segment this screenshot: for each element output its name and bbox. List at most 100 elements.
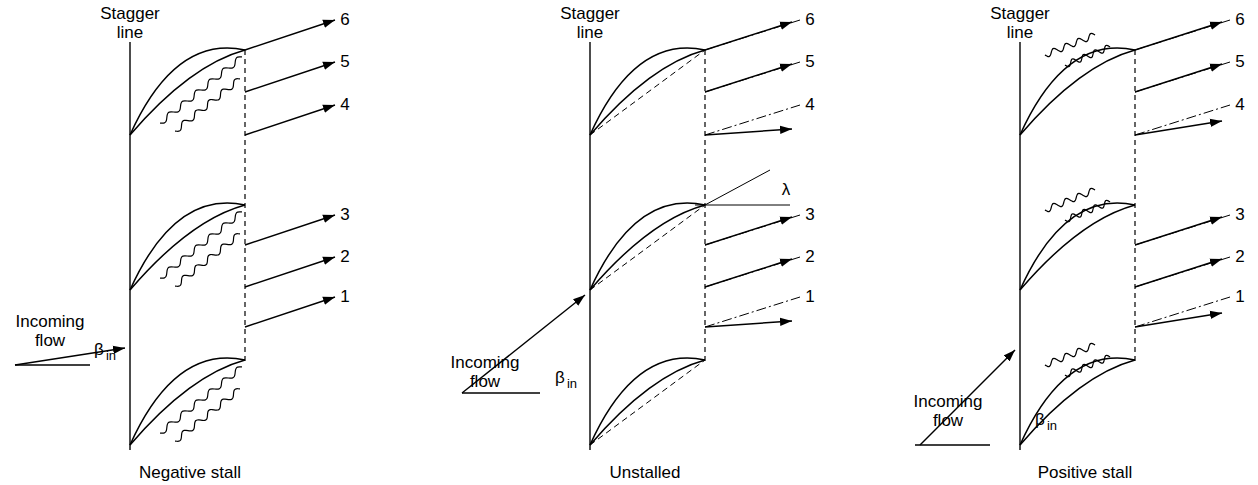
exit-flow-arrow [705, 64, 792, 92]
exit-flow-arrow [1135, 121, 1222, 135]
exit-flow-arrow [245, 105, 335, 135]
label: Incoming flow [906, 393, 991, 430]
exit-flow-arrow [1135, 313, 1222, 327]
exit-flow-arrow [705, 22, 792, 50]
angle-reference-line [695, 205, 790, 206]
label: 4 [340, 96, 349, 115]
exit-flow-arrow [245, 257, 335, 287]
exit-flow-arrow [705, 217, 792, 245]
label: Positive stall [1038, 464, 1132, 483]
blade-profile [130, 358, 245, 445]
exit-flow-arrow [1135, 64, 1222, 92]
blade-profile [590, 50, 705, 135]
cascade-panel [462, 20, 800, 450]
blade-exit-direction [1135, 215, 1230, 245]
blade-exit-direction [705, 20, 800, 50]
label: 3 [805, 206, 814, 225]
separation-wave [1045, 188, 1095, 211]
cascade-panel [15, 20, 335, 450]
label: Stagger line [99, 5, 161, 42]
stagger-line [589, 42, 590, 450]
label: β [1035, 411, 1045, 430]
blade-profile [1020, 360, 1135, 445]
label: Incoming flow [443, 354, 528, 391]
blade-profile [130, 203, 245, 290]
subscript: in [106, 349, 116, 363]
label: β [555, 369, 565, 388]
incoming-flow-arrow [15, 348, 125, 365]
blade-profile [590, 360, 705, 445]
label: 5 [340, 53, 349, 72]
label: 6 [805, 11, 814, 30]
blade-profile [590, 358, 705, 445]
exit-flow-arrow [1135, 217, 1222, 245]
exit-flow-arrow [1135, 22, 1222, 50]
blade-chord [590, 360, 705, 445]
blade-exit-tangent [705, 170, 770, 205]
label: 4 [805, 96, 814, 115]
exit-flow-arrow [245, 20, 335, 50]
exit-flow-arrow [705, 129, 792, 135]
blade-exit-direction [705, 105, 800, 135]
label: Unstalled [610, 464, 681, 483]
reference-line [462, 392, 540, 393]
label: 1 [1235, 288, 1244, 307]
label: λ [782, 181, 791, 200]
stagger-line [1019, 42, 1020, 450]
exit-flow-arrow [245, 62, 335, 92]
trailing-edge-line [704, 50, 705, 362]
trailing-edge-line [244, 50, 245, 362]
stagger-line [129, 42, 130, 450]
exit-flow-arrow [245, 215, 335, 245]
blade-exit-direction [705, 257, 800, 287]
label: 6 [1235, 11, 1244, 30]
exit-flow-arrow [705, 321, 792, 327]
blade-profile [590, 48, 705, 135]
reference-line [15, 364, 90, 365]
blade-exit-direction [1135, 297, 1230, 327]
separation-wave [175, 389, 240, 442]
label: 2 [805, 248, 814, 267]
label: Stagger line [989, 5, 1051, 42]
label: 5 [805, 53, 814, 72]
separation-wave [175, 79, 240, 132]
blade-exit-direction [705, 297, 800, 327]
blade-chord [590, 205, 705, 290]
label: 6 [340, 11, 349, 30]
separation-wave [1065, 200, 1110, 221]
label: 1 [805, 288, 814, 307]
blade-profile [130, 48, 245, 135]
label: β [94, 341, 104, 360]
label: Stagger line [559, 5, 621, 42]
blade-profile [1020, 50, 1135, 135]
separation-wave [1065, 355, 1110, 376]
label: 4 [1235, 96, 1244, 115]
blade-chord [590, 50, 705, 135]
blade-exit-direction [705, 62, 800, 92]
blade-exit-direction [1135, 257, 1230, 287]
label: Negative stall [139, 464, 241, 483]
blade-profile [130, 50, 245, 135]
reference-line [915, 444, 990, 445]
label: 3 [1235, 206, 1244, 225]
exit-flow-arrow [705, 259, 792, 287]
trailing-edge-line [1134, 50, 1135, 362]
subscript: in [567, 377, 577, 391]
label: 2 [340, 248, 349, 267]
label: 1 [340, 288, 349, 307]
blade-exit-direction [705, 215, 800, 245]
cascade-panel [915, 20, 1230, 450]
blade-exit-direction [1135, 105, 1230, 135]
blade-profile [590, 203, 705, 290]
label: Incoming flow [8, 313, 93, 350]
blade-exit-direction [1135, 62, 1230, 92]
blade-profile [130, 360, 245, 445]
separation-wave [175, 234, 240, 287]
label: 2 [1235, 248, 1244, 267]
label: 3 [340, 206, 349, 225]
subscript: in [1047, 419, 1057, 433]
exit-flow-arrow [1135, 259, 1222, 287]
separation-wave [1065, 45, 1110, 66]
exit-flow-arrow [245, 297, 335, 327]
